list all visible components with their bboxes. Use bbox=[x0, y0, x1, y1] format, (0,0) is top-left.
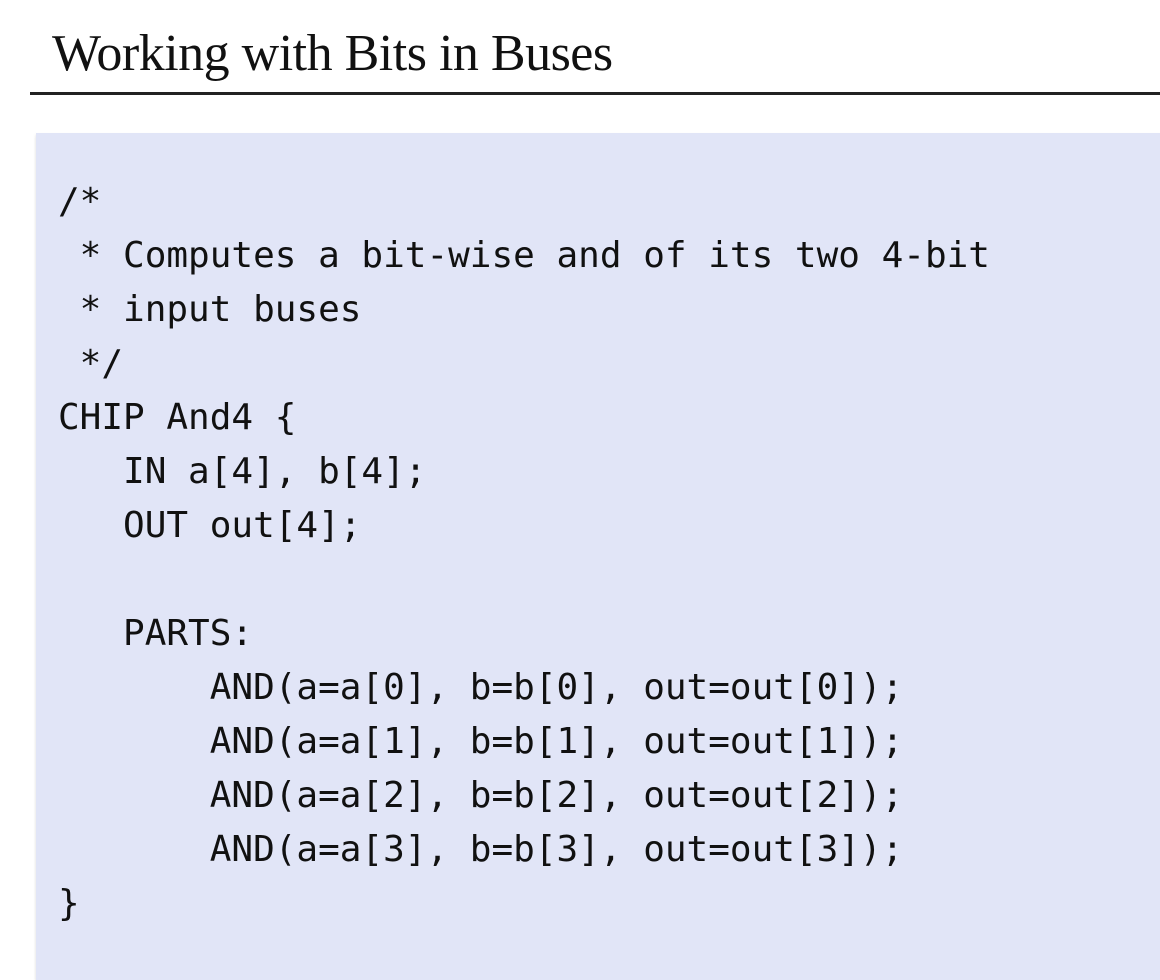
code-line-and-bit-3: AND(a=a[3], b=b[3], out=out[3]); bbox=[58, 829, 904, 870]
code-line-comment-description-continued: * input buses bbox=[58, 289, 362, 330]
slide-title: Working with Bits in Buses bbox=[52, 25, 613, 82]
code-line-and-bit-1: AND(a=a[1], b=b[1], out=out[1]); bbox=[58, 721, 904, 762]
code-line-comment-description: * Computes a bit-wise and of its two 4-b… bbox=[58, 235, 990, 276]
code-panel: /* * Computes a bit-wise and of its two … bbox=[36, 133, 1160, 980]
code-listing: /* * Computes a bit-wise and of its two … bbox=[58, 175, 990, 931]
code-line-and-bit-2: AND(a=a[2], b=b[2], out=out[2]); bbox=[58, 775, 904, 816]
title-underline bbox=[30, 92, 1160, 95]
code-line-outputs: OUT out[4]; bbox=[58, 505, 362, 546]
code-line-closing-brace: } bbox=[58, 883, 80, 924]
code-line-and-bit-0: AND(a=a[0], b=b[0], out=out[0]); bbox=[58, 667, 904, 708]
code-line-chip-declaration: CHIP And4 { bbox=[58, 397, 297, 438]
code-line-comment-close: */ bbox=[58, 343, 124, 384]
code-line-inputs: IN a[4], b[4]; bbox=[58, 451, 427, 492]
code-line-blank bbox=[58, 553, 990, 607]
code-line-parts-label: PARTS: bbox=[58, 613, 254, 654]
code-line-comment-open: /* bbox=[58, 181, 102, 222]
